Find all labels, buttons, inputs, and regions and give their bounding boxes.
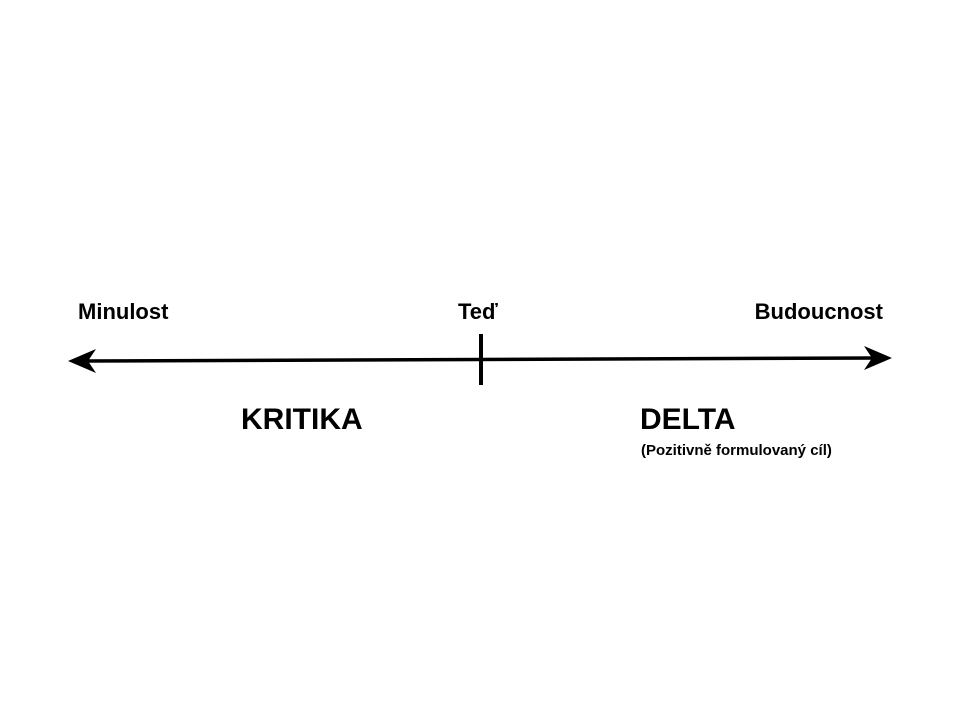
right-arrow-head: [864, 346, 892, 370]
now-label: Teď: [458, 299, 498, 324]
past-label: Minulost: [78, 299, 169, 324]
delta-label: DELTA: [640, 403, 736, 436]
left-arrow-head: [68, 349, 96, 373]
delta-sublabel: (Pozitivně formulovaný cíl): [641, 442, 832, 459]
future-label: Budoucnost: [754, 299, 883, 324]
kritika-label: KRITIKA: [241, 403, 363, 436]
